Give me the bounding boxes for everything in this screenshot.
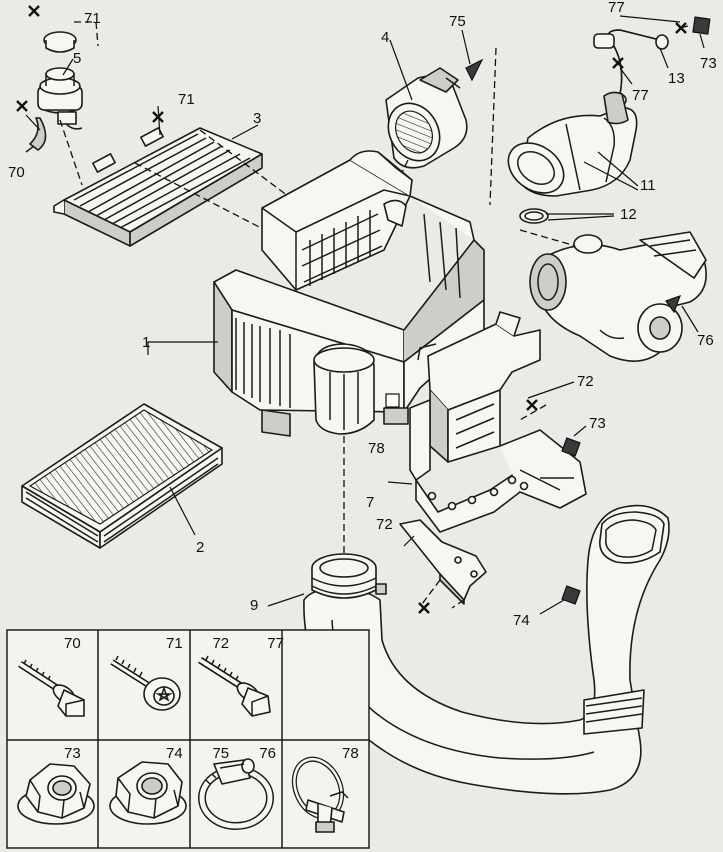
callout-74: 74 [513,612,530,629]
marker-74 [561,585,581,605]
callout-1: 1 [142,334,151,351]
marker-75 [465,58,484,82]
solenoid-valve [25,31,83,153]
leader-77b [619,67,633,85]
intake-seal-ring [519,208,549,224]
marker-78 [385,393,400,408]
callout-71b: 71 [178,91,195,108]
duct-mounting-bracket [399,519,487,605]
callout-76: 76 [697,332,714,349]
leader-1 [147,341,218,355]
leader-11 [583,151,639,191]
screw-71-icon [110,655,181,711]
marker-73b [561,437,581,457]
marker-73a [692,16,711,35]
flange-nut-74-icon [109,761,187,825]
leader-75 [461,29,471,65]
engine-control-unit [53,127,263,247]
intake-elbow-pipe [507,91,638,197]
spring-clip-78-icon [291,756,349,833]
callout-73a: 73 [700,55,717,72]
table-label-70: 70 [64,635,81,652]
leader-72b [403,535,415,547]
cartridge-filter-element [21,403,223,549]
leader-7 [387,481,413,485]
leader-74 [539,599,565,615]
leader-71b [157,105,161,136]
table-label-71: 71 [166,635,183,652]
flange-nut-73-icon [17,763,95,825]
leader-12 [546,213,615,221]
callout-78: 78 [368,440,385,457]
callout-72a: 72 [577,373,594,390]
callout-5: 5 [73,50,82,67]
callout-7: 7 [366,494,375,511]
table-label-73: 73 [64,745,81,762]
leader-77a [619,15,681,23]
leader-72a [527,381,575,399]
table-label-78: 78 [342,745,359,762]
leader-13 [659,47,669,69]
callout-73b: 73 [589,415,606,432]
mass-air-flow-sensor [385,67,468,169]
leader-5 [62,58,74,76]
callout-9: 9 [250,597,259,614]
callout-75: 75 [449,13,466,30]
leader-3 [231,124,259,140]
callout-71a: 71 [84,10,101,27]
leader-76 [681,305,699,333]
leader-2 [169,486,196,536]
bolt-70-icon [18,659,85,717]
callout-4: 4 [381,29,390,46]
callout-2: 2 [196,539,205,556]
callout-3: 3 [253,110,262,127]
fastener-crosses [16,5,687,614]
callout-13: 13 [668,70,685,87]
callout-12: 12 [620,206,637,223]
callout-70: 70 [8,164,25,181]
leader-4 [389,39,413,101]
air-filter-housing [213,150,485,437]
leader-70 [25,114,41,131]
turbocharger [529,231,707,362]
leader-9 [267,593,305,607]
callout-77a: 77 [608,0,625,16]
hose-clamp-75-76-icon [198,758,274,830]
table-label-75-76: 75 76 [212,745,276,762]
table-label-74: 74 [166,745,183,762]
marker-76 [665,295,682,314]
leader-73b [573,425,587,437]
bolt-72-77-icon [198,655,271,717]
link-valve-ecu [59,119,83,186]
callout-77b: 77 [632,87,649,104]
air-intake-duct-resonator [409,311,587,533]
callout-11: 11 [640,177,656,194]
leader-71a [74,21,99,47]
table-label-72-77: 72 77 [212,635,284,652]
leader-73a [699,33,705,49]
callout-72b: 72 [376,516,393,533]
